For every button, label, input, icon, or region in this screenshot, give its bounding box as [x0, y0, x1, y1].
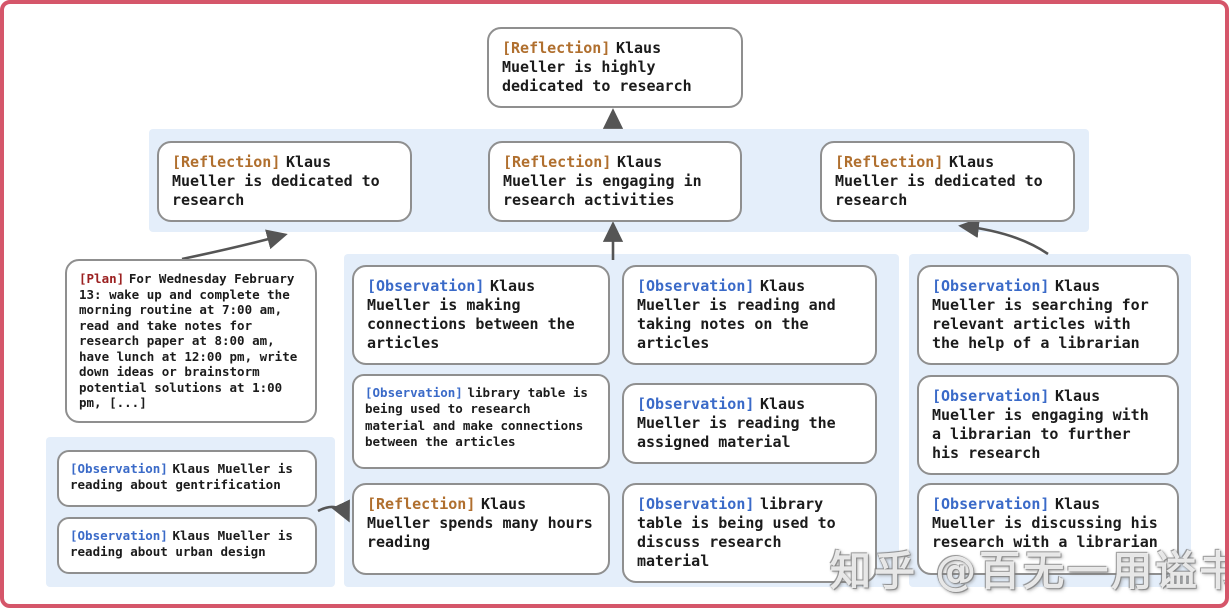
node-text: Klaus Mueller is reading about urban des… — [70, 528, 293, 560]
node-text: For Wednesday February 13: wake up and c… — [79, 271, 298, 410]
node-obs-urban-design: [Observation]Klaus Mueller is reading ab… — [57, 517, 317, 574]
observation-tag: [Observation] — [367, 277, 485, 295]
plan-tag: [Plan] — [79, 271, 125, 286]
node-text: Klaus Mueller is dedicated to research — [835, 153, 1043, 210]
node-obs-taking-notes: [Observation]Klaus Mueller is reading an… — [622, 265, 877, 366]
node-reflection-engaging: [Reflection]Klaus Mueller is engaging in… — [488, 141, 742, 223]
reflection-tag: [Reflection] — [503, 153, 612, 171]
node-text: library table is being used to research … — [365, 385, 588, 449]
observation-tag: [Observation] — [637, 277, 755, 295]
reflection-tag: [Reflection] — [502, 39, 611, 57]
node-text: Klaus Mueller is highly dedicated to res… — [502, 39, 692, 96]
reflection-tag: [Reflection] — [172, 153, 281, 171]
observation-tag: [Observation] — [365, 385, 463, 400]
node-text: Klaus Mueller is reading the assigned ma… — [637, 395, 836, 452]
node-obs-assigned-material: [Observation]Klaus Mueller is reading th… — [622, 383, 877, 465]
node-text: library table is being used to discuss r… — [637, 495, 836, 571]
observation-tag: [Observation] — [70, 528, 168, 543]
node-obs-connections: [Observation]Klaus Mueller is making con… — [352, 265, 610, 366]
node-obs-library-research: [Observation]library table is being used… — [352, 374, 610, 469]
node-obs-gentrification: [Observation]Klaus Mueller is reading ab… — [57, 450, 317, 507]
observation-tag: [Observation] — [70, 461, 168, 476]
node-root-reflection: [Reflection]Klaus Mueller is highly dedi… — [487, 27, 743, 109]
node-reflection-dedicated-left: [Reflection]Klaus Mueller is dedicated t… — [157, 141, 412, 223]
node-text: Klaus Mueller spends many hours reading — [367, 495, 593, 552]
node-text: Klaus Mueller is reading about gentrific… — [70, 461, 293, 493]
observation-tag: [Observation] — [932, 495, 1050, 513]
node-obs-searching-articles: [Observation]Klaus Mueller is searching … — [917, 265, 1179, 366]
node-obs-discussing-librarian: [Observation]Klaus Mueller is discussing… — [917, 483, 1179, 575]
node-plan: [Plan]For Wednesday February 13: wake up… — [65, 259, 317, 423]
observation-tag: [Observation] — [932, 387, 1050, 405]
node-obs-library-discuss: [Observation]library table is being used… — [622, 483, 877, 584]
node-reflection-hours-reading: [Reflection]Klaus Mueller spends many ho… — [352, 483, 610, 575]
node-text: Klaus Mueller is searching for relevant … — [932, 277, 1149, 353]
node-reflection-dedicated-right: [Reflection]Klaus Mueller is dedicated t… — [820, 141, 1075, 223]
node-obs-engaging-librarian: [Observation]Klaus Mueller is engaging w… — [917, 375, 1179, 476]
watermark: 知乎 @百无一用谥书生 — [830, 547, 1225, 595]
observation-tag: [Observation] — [637, 495, 755, 513]
node-text: Klaus Mueller is discussing his research… — [932, 495, 1158, 552]
reflection-tag: [Reflection] — [367, 495, 476, 513]
node-text: Klaus Mueller is engaging with a librari… — [932, 387, 1149, 463]
node-text: Klaus Mueller is engaging in research ac… — [503, 153, 702, 210]
observation-tag: [Observation] — [932, 277, 1050, 295]
node-text: Klaus Mueller is making connections betw… — [367, 277, 575, 353]
node-text: Klaus Mueller is dedicated to research — [172, 153, 380, 210]
reflection-tag: [Reflection] — [835, 153, 944, 171]
observation-tag: [Observation] — [637, 395, 755, 413]
arrow-plan-to-left-reflection — [181, 229, 288, 261]
node-text: Klaus Mueller is reading and taking note… — [637, 277, 836, 353]
